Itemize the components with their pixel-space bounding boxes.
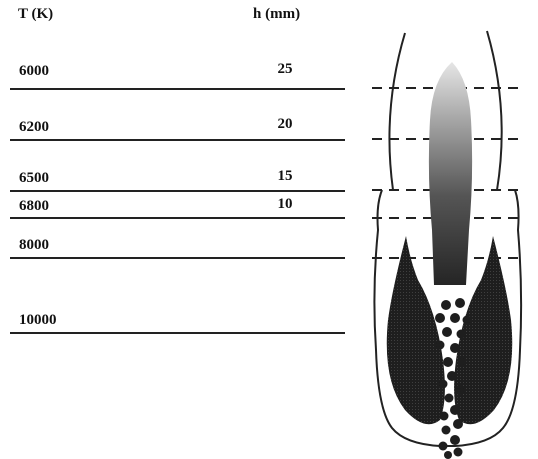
plasma-core (429, 62, 472, 285)
flame-envelope-right (487, 31, 502, 190)
flame-envelope-left (389, 33, 405, 190)
